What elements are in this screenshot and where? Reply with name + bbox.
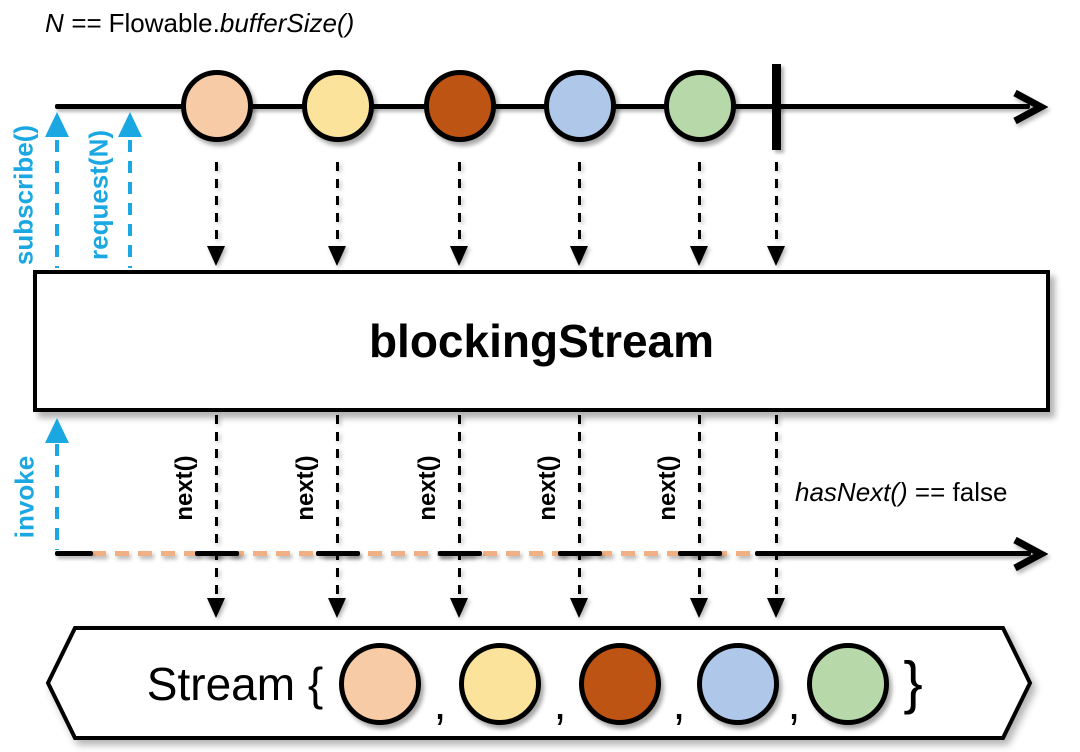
consumer-timeline-seg-start <box>55 551 93 556</box>
complete-marker <box>772 64 781 150</box>
emission-arrow-4 <box>578 162 581 246</box>
stream-arrowhead-2-icon <box>328 598 346 618</box>
subscribe-arrowhead-icon <box>45 112 69 137</box>
stream-arrowhead-1-icon <box>207 598 225 618</box>
emission-arrowhead-5-icon <box>690 246 708 266</box>
consumer-timeline-seg-end <box>755 551 1031 556</box>
diagram-title: N == Flowable.bufferSize() <box>45 8 354 39</box>
next-label-2: next() <box>292 455 319 521</box>
stream-suffix: } <box>903 650 923 716</box>
source-marble-4 <box>544 70 616 142</box>
source-marble-2 <box>302 70 374 142</box>
stream-arrowhead-3-icon <box>450 598 468 618</box>
source-timeline-arrowhead-icon <box>1013 89 1048 125</box>
stream-separator-3: , <box>672 677 686 729</box>
stream-arrow-2 <box>336 415 339 598</box>
consumer-timeline-seg-3 <box>438 551 482 556</box>
stream-marble-5 <box>807 643 889 725</box>
stream-arrow-3 <box>458 415 461 598</box>
consumer-timeline-seg-5 <box>678 551 722 556</box>
hasnext-value: == false <box>914 477 1008 507</box>
source-timeline <box>55 104 1030 109</box>
emission-arrow-1 <box>215 162 218 246</box>
consumer-timeline-seg-1 <box>195 551 239 556</box>
stream-marble-2 <box>459 643 541 725</box>
title-buffersize: bufferSize() <box>219 8 355 38</box>
request-label: request(N) <box>83 129 114 261</box>
emission-arrow-complete <box>775 162 778 246</box>
request-arrowhead-icon <box>118 112 142 137</box>
next-label-4: next() <box>534 455 561 521</box>
emission-arrowhead-2-icon <box>328 246 346 266</box>
emission-arrowhead-4-icon <box>570 246 588 266</box>
stream-marble-3 <box>579 643 661 725</box>
stream-separator-1: , <box>433 677 447 729</box>
consumer-timeline-seg-4 <box>558 551 602 556</box>
operator-box: blockingStream <box>33 270 1050 412</box>
source-marble-1 <box>181 70 253 142</box>
request-arrow <box>128 140 132 268</box>
emission-arrowhead-1-icon <box>207 246 225 266</box>
emission-arrowhead-3-icon <box>450 246 468 266</box>
next-label-3: next() <box>414 455 441 521</box>
stream-arrow-complete <box>775 415 778 598</box>
operator-label: blockingStream <box>368 315 715 367</box>
next-label-5: next() <box>654 455 681 521</box>
emission-arrow-5 <box>698 162 701 246</box>
stream-arrow-1 <box>215 415 218 598</box>
hasnext-call: hasNext() <box>795 477 915 507</box>
stream-marble-1 <box>339 643 421 725</box>
hasnext-label: hasNext() == false <box>795 477 1007 508</box>
source-marble-5 <box>664 70 736 142</box>
stream-separator-4: , <box>787 677 801 729</box>
emission-arrow-2 <box>336 162 339 246</box>
title-flowable: Flowable. <box>108 8 220 38</box>
source-marble-3 <box>424 70 496 142</box>
stream-arrowhead-complete-icon <box>767 598 785 618</box>
emission-arrowhead-complete-icon <box>767 246 785 266</box>
subscribe-label: subscribe() <box>8 124 39 266</box>
stream-marble-4 <box>697 643 779 725</box>
invoke-label: invoke <box>9 455 40 539</box>
stream-arrow-4 <box>578 415 581 598</box>
invoke-arrow <box>55 444 59 550</box>
invoke-arrowhead-icon <box>45 418 69 443</box>
stream-prefix: Stream { <box>146 658 324 710</box>
subscribe-arrow <box>55 140 59 268</box>
stream-arrow-5 <box>698 415 701 598</box>
next-label-1: next() <box>171 455 198 521</box>
consumer-timeline-dashed <box>92 551 758 556</box>
consumer-timeline-arrowhead-icon <box>1013 536 1048 572</box>
consumer-timeline-seg-2 <box>316 551 360 556</box>
stream-arrowhead-4-icon <box>570 598 588 618</box>
title-n: N == <box>45 8 109 38</box>
emission-arrow-3 <box>458 162 461 246</box>
stream-separator-2: , <box>553 677 567 729</box>
stream-arrowhead-5-icon <box>690 598 708 618</box>
